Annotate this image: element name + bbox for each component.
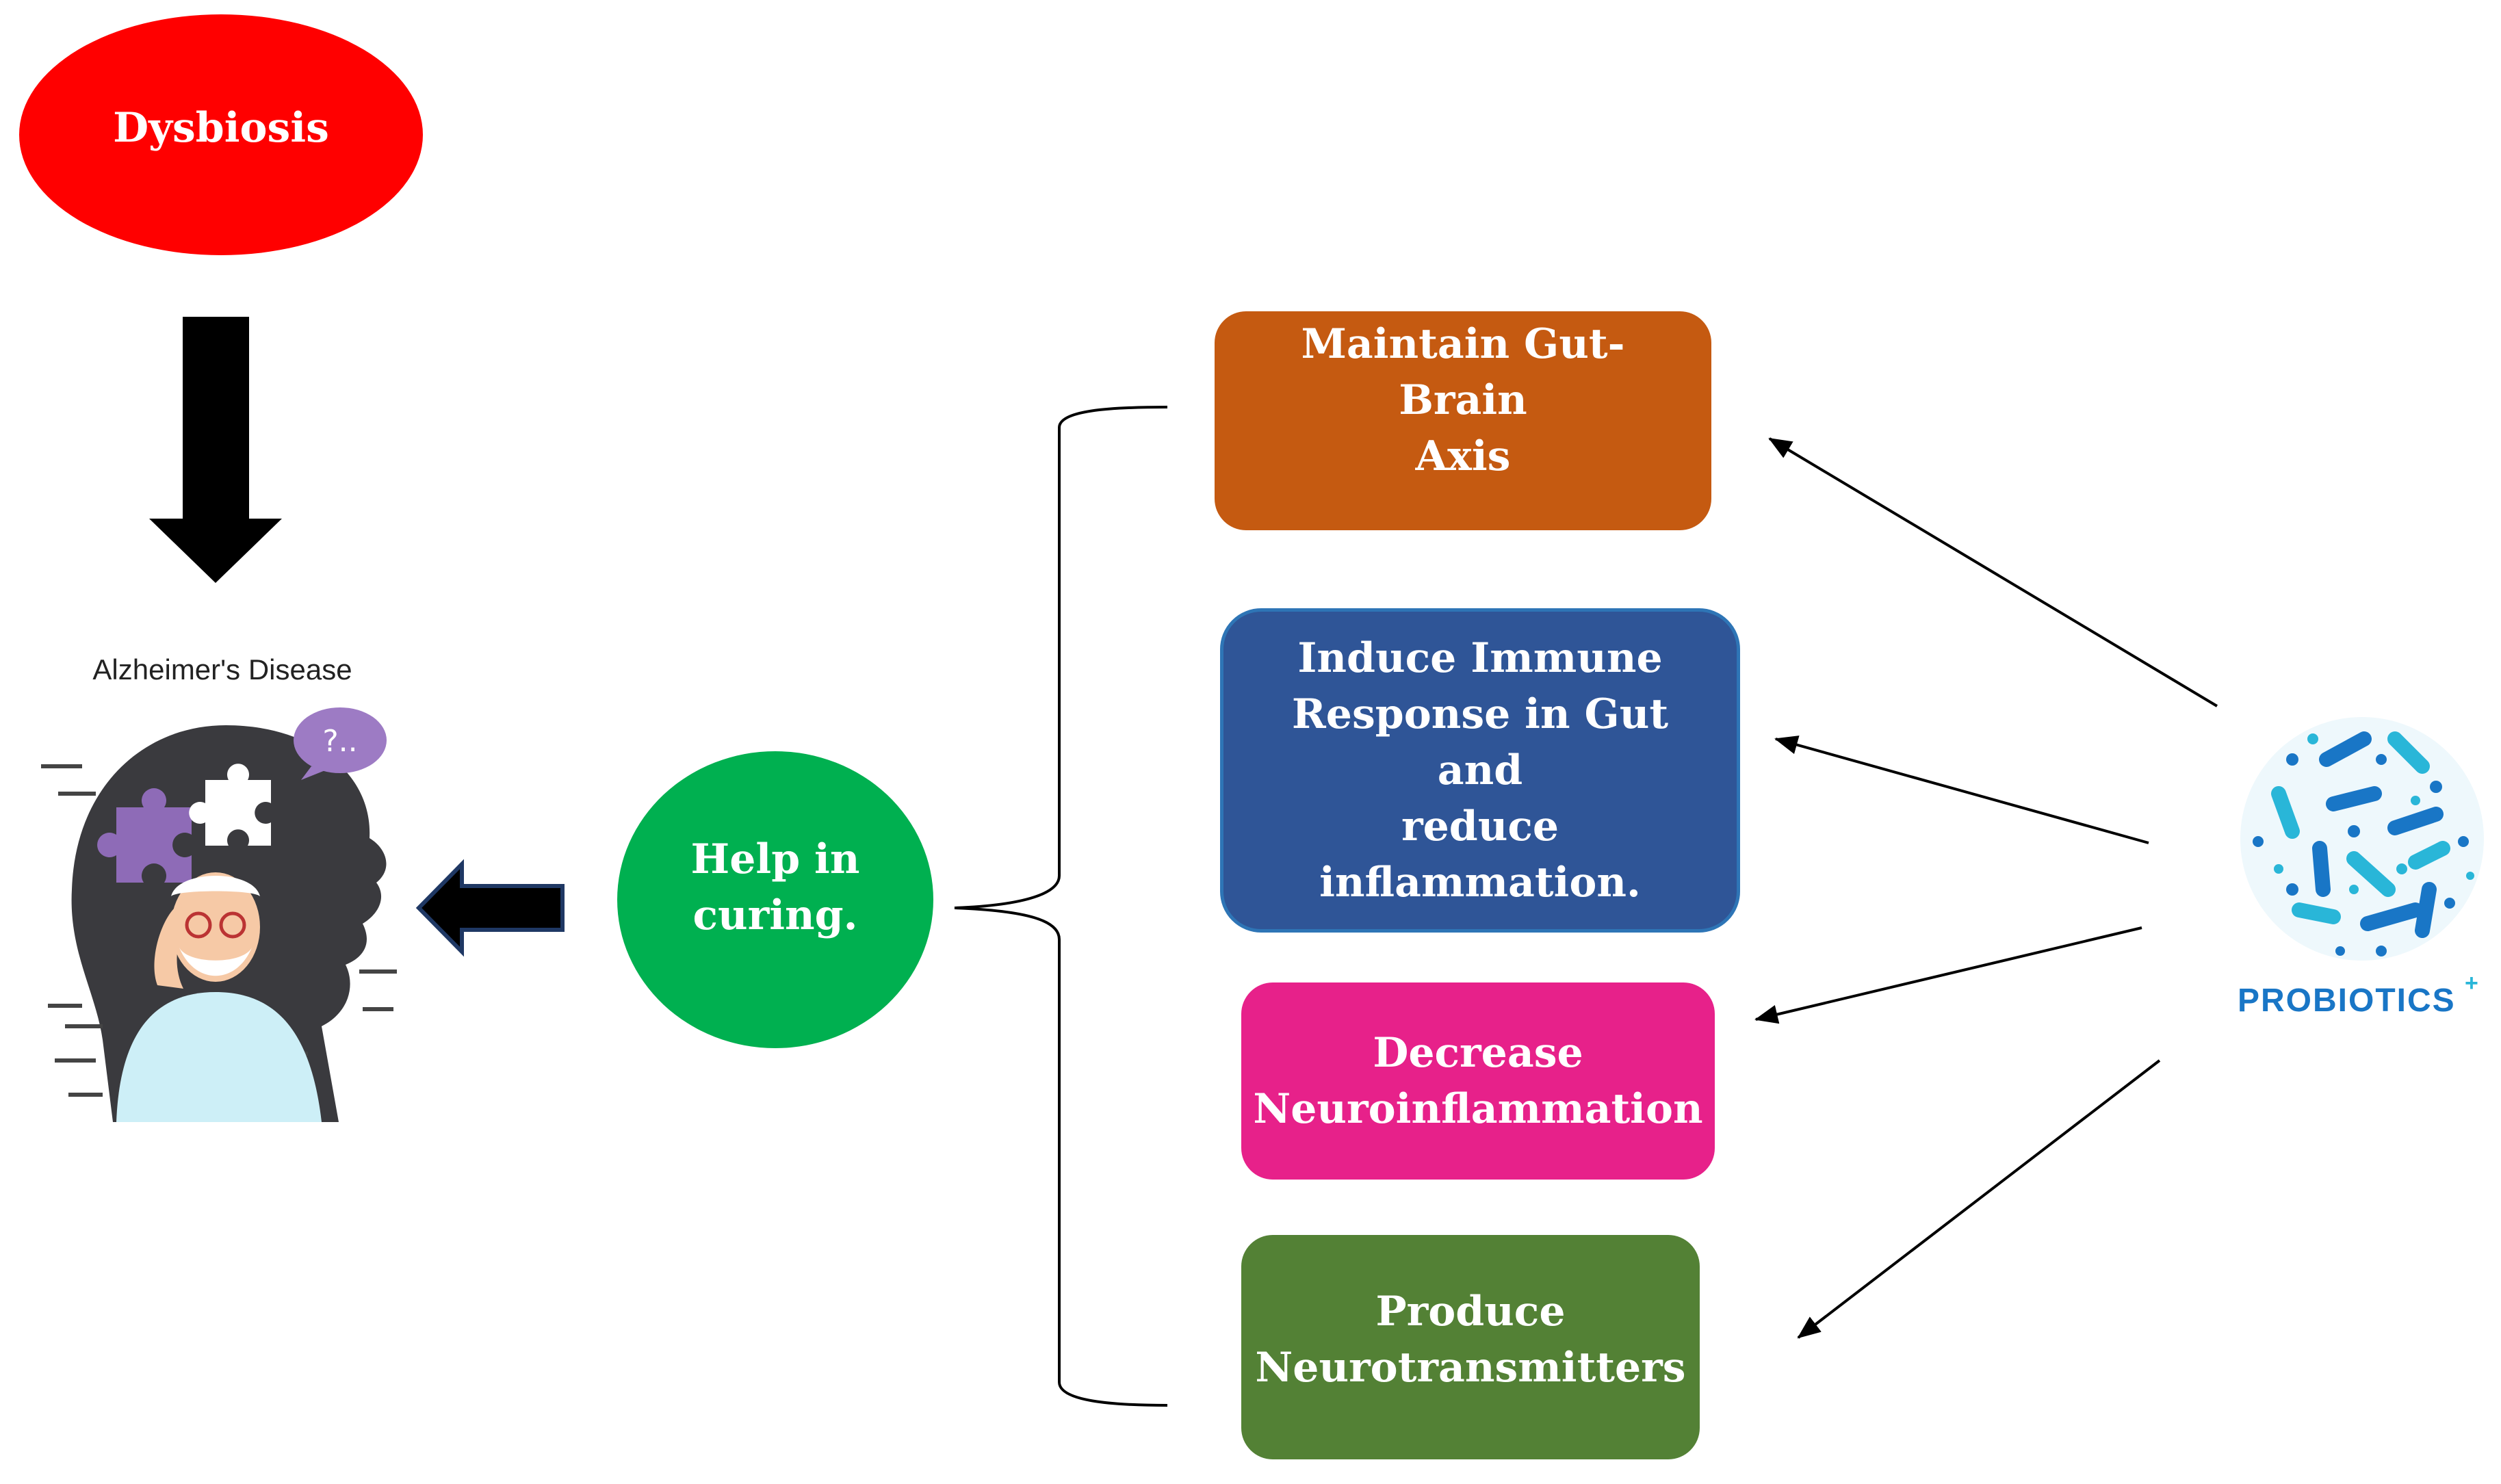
help-label: Help in curing. xyxy=(690,835,860,939)
curly-brace xyxy=(954,406,1168,1407)
svg-text:?..: ?.. xyxy=(322,724,357,759)
probiotics-label: PROBIOTICS xyxy=(2238,982,2456,1019)
probiotics-plus: + xyxy=(2465,970,2478,996)
benefit-neuroinflammation: Decrease Neuroinflammation xyxy=(1241,982,1715,1180)
down-arrow xyxy=(149,317,282,583)
alzheimers-head-icon: ?.. xyxy=(41,707,397,1122)
bacteria-icon xyxy=(2240,717,2484,961)
benefit-label: Produce Neurotransmitters xyxy=(1255,1288,1686,1392)
thought-bubble-icon: ?.. xyxy=(294,707,387,780)
dysbiosis-node: Dysbiosis xyxy=(19,14,423,255)
benefit-label: Induce Immune Response in Gut and reduce… xyxy=(1291,634,1669,907)
arrow-to-produce xyxy=(1797,1059,2161,1339)
benefit-label: Decrease Neuroinflammation xyxy=(1253,1029,1703,1133)
left-arrow xyxy=(415,859,565,957)
dysbiosis-label: Dysbiosis xyxy=(113,104,329,152)
alzheimers-caption: Alzheimer's Disease xyxy=(92,653,352,686)
benefit-immune: Induce Immune Response in Gut and reduce… xyxy=(1220,608,1740,933)
arrow-to-gut-brain xyxy=(1768,437,2218,707)
arrow-to-immune xyxy=(1774,736,2149,844)
help-node: Help in curing. xyxy=(617,751,933,1048)
puzzle-icon xyxy=(97,764,271,883)
benefit-neurotransmitters: Produce Neurotransmitters xyxy=(1241,1235,1700,1459)
benefit-gut-brain: Maintain Gut- Brain Axis xyxy=(1215,311,1711,530)
arrow-to-decrease xyxy=(1754,926,2142,1024)
benefit-label: Maintain Gut- Brain Axis xyxy=(1301,320,1625,480)
